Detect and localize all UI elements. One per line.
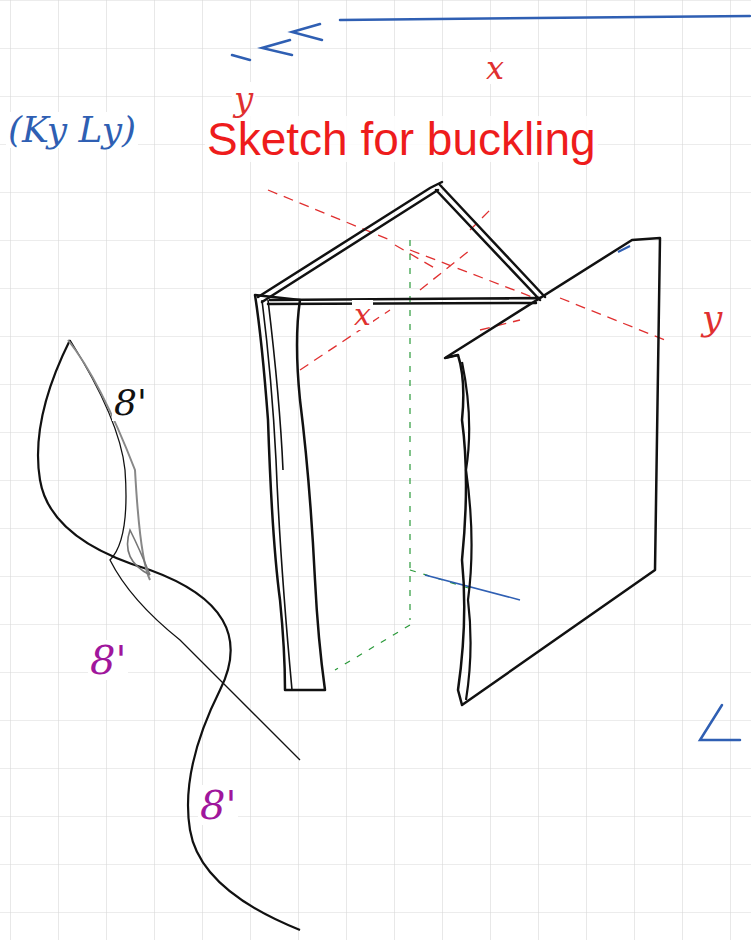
axis-label: y [232,82,255,116]
axis-label: y [700,300,724,336]
axis-label: x [352,300,373,330]
effective-length-note: (Ky Ly) [6,112,138,148]
length-dimension: 8' [112,385,149,421]
length-dimension: 8' [88,640,128,680]
axis-label: x [484,52,506,84]
length-dimension: 8' [198,785,238,825]
sketch-title: Sketch for buckling [205,116,598,162]
